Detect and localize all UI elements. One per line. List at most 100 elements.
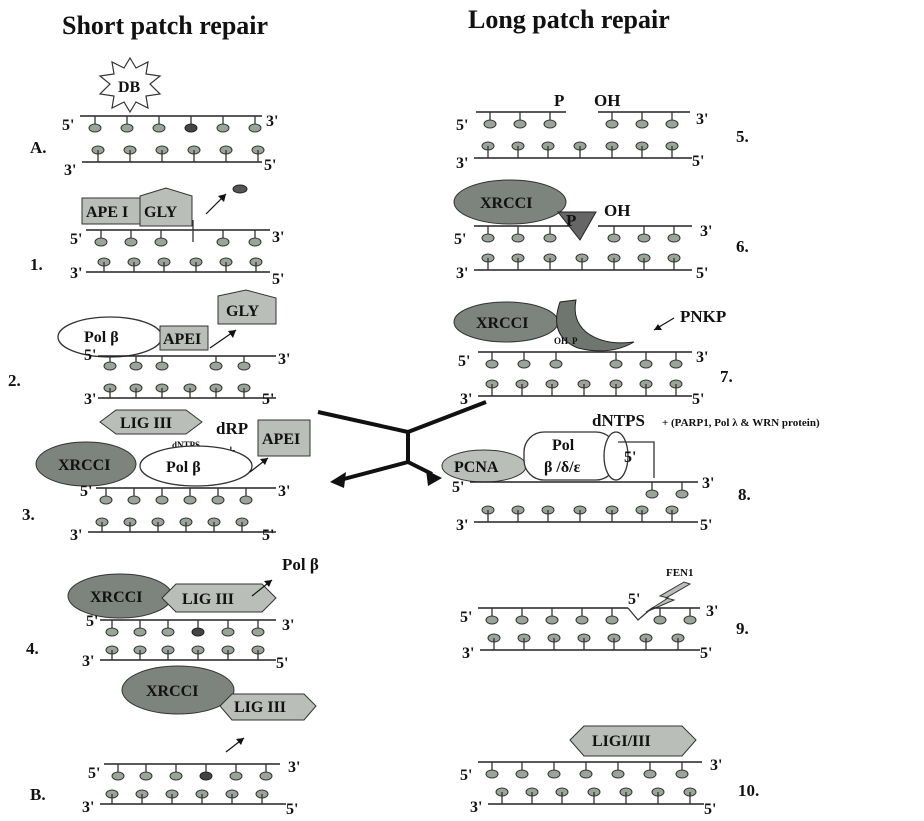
three-prime-end: 3' <box>266 113 278 130</box>
svg-text:5': 5' <box>272 271 284 288</box>
glycosylase-enzyme: GLY <box>140 188 192 226</box>
svg-text:5': 5' <box>700 517 712 534</box>
svg-text:XRCCI: XRCCI <box>90 589 142 606</box>
svg-text:5': 5' <box>692 391 704 408</box>
svg-text:β /δ/ε: β /δ/ε <box>544 459 581 476</box>
svg-text:3': 3' <box>706 603 718 620</box>
svg-text:XRCCI: XRCCI <box>480 195 532 212</box>
step-6-label: 6. <box>736 237 749 256</box>
fen1-label: FEN1 <box>666 567 694 579</box>
bottom-strand-beads <box>92 146 264 162</box>
step-10-label: 10. <box>738 781 759 800</box>
step-2-label: 2. <box>8 371 21 390</box>
p-label: P <box>572 336 578 346</box>
svg-text:3': 3' <box>456 155 468 172</box>
svg-text:5': 5' <box>696 265 708 282</box>
ape1-enzyme: APE I <box>82 198 140 224</box>
svg-text:5': 5' <box>460 609 472 626</box>
svg-text:XRCCI: XRCCI <box>476 315 528 332</box>
flap-cut-site <box>628 608 652 620</box>
svg-text:Pol β: Pol β <box>84 329 119 346</box>
xrcc1-enzyme: XRCCI <box>454 302 558 342</box>
step-8-label: 8. <box>738 485 751 504</box>
svg-text:5': 5' <box>700 645 712 662</box>
step-5-label: 5. <box>736 127 749 146</box>
svg-text:3': 3' <box>70 527 82 544</box>
xrcc1-enzyme: XRCCI <box>36 442 136 486</box>
svg-text:LIG III: LIG III <box>234 699 286 716</box>
dna-4: 5' 3' 3' 5' <box>82 613 294 672</box>
oh-label: OH <box>594 91 620 110</box>
svg-text:3': 3' <box>278 351 290 368</box>
svg-text:5': 5' <box>286 801 298 818</box>
top-strand-beads <box>89 116 261 132</box>
step-1-label: 1. <box>30 255 43 274</box>
svg-text:3': 3' <box>282 617 294 634</box>
apei-enzyme: APEI <box>258 420 310 456</box>
dna-9: 5' 3' 3' 5' <box>460 603 718 662</box>
p-label: P <box>554 91 564 110</box>
step-4-label: 4. <box>26 639 39 658</box>
dna-8: 5' 3' 3' 5' <box>452 475 714 534</box>
dna-2: 5' 3' 3' 5' <box>84 347 290 408</box>
svg-text:5': 5' <box>692 153 704 170</box>
repaired-base <box>200 772 212 780</box>
step-b-label: B. <box>30 785 46 804</box>
svg-text:APEI: APEI <box>163 331 201 348</box>
svg-text:5': 5' <box>704 801 716 818</box>
svg-text:3': 3' <box>470 799 482 816</box>
pol-beta-enzyme: Pol β <box>58 317 162 357</box>
svg-text:PCNA: PCNA <box>454 459 499 476</box>
svg-text:3': 3' <box>710 757 722 774</box>
long-patch-title: Long patch repair <box>468 5 670 34</box>
pol-beta-enzyme: Pol β <box>140 446 252 486</box>
dna-1: 5' 3' 3' 5' <box>70 220 284 288</box>
dna-5: 5' 3' 3' 5' <box>456 111 708 172</box>
step-3-label: 3. <box>22 505 35 524</box>
svg-text:3': 3' <box>70 265 82 282</box>
svg-text:5': 5' <box>262 391 274 408</box>
damaged-base-burst: DB <box>100 58 160 112</box>
step-9-label: 9. <box>736 619 749 638</box>
xrcc1-enzyme: XRCCI <box>454 180 566 224</box>
svg-text:XRCCI: XRCCI <box>58 457 110 474</box>
svg-text:GLY: GLY <box>144 204 178 221</box>
svg-text:5': 5' <box>458 353 470 370</box>
svg-text:5': 5' <box>86 613 98 630</box>
released-base <box>233 185 247 193</box>
svg-text:3': 3' <box>272 229 284 246</box>
svg-text:3': 3' <box>696 349 708 366</box>
svg-text:LIG III: LIG III <box>120 415 172 432</box>
svg-text:5': 5' <box>80 483 92 500</box>
five-prime-end: 5' <box>62 117 74 134</box>
svg-text:5': 5' <box>454 231 466 248</box>
dna-7: 5' 3' 3' 5' <box>458 349 708 408</box>
svg-text:3': 3' <box>700 223 712 240</box>
short-patch-title: Short patch repair <box>62 11 268 40</box>
pol-beta-label: Pol β <box>282 555 319 574</box>
xrcc1-enzyme: XRCCI <box>68 574 172 618</box>
svg-text:5': 5' <box>452 479 464 496</box>
lig3-enzyme: LIG III <box>162 584 276 612</box>
svg-text:3': 3' <box>82 653 94 670</box>
drp-label: dRP <box>216 419 248 438</box>
dna-a: 5' 3' 3' 5' <box>62 113 278 179</box>
inserted-base <box>192 628 204 636</box>
svg-text:3': 3' <box>84 391 96 408</box>
oh-label: OH <box>554 336 568 346</box>
pnkp-label: PNKP <box>680 307 726 326</box>
svg-text:LIGI/III: LIGI/III <box>592 733 651 750</box>
svg-text:5': 5' <box>262 527 274 544</box>
lig3-enzyme: LIG III <box>100 410 202 434</box>
svg-text:5': 5' <box>460 767 472 784</box>
apei-enzyme: APEI <box>160 326 208 350</box>
damaged-base <box>185 124 197 132</box>
svg-text:3': 3' <box>696 111 708 128</box>
svg-text:Pol: Pol <box>552 437 575 454</box>
dna-3: 5' 3' 3' 5' <box>70 483 290 544</box>
svg-text:5': 5' <box>456 117 468 134</box>
svg-text:5': 5' <box>276 655 288 672</box>
flap-five-prime: 5' <box>628 591 640 608</box>
svg-text:APEI: APEI <box>262 431 300 448</box>
